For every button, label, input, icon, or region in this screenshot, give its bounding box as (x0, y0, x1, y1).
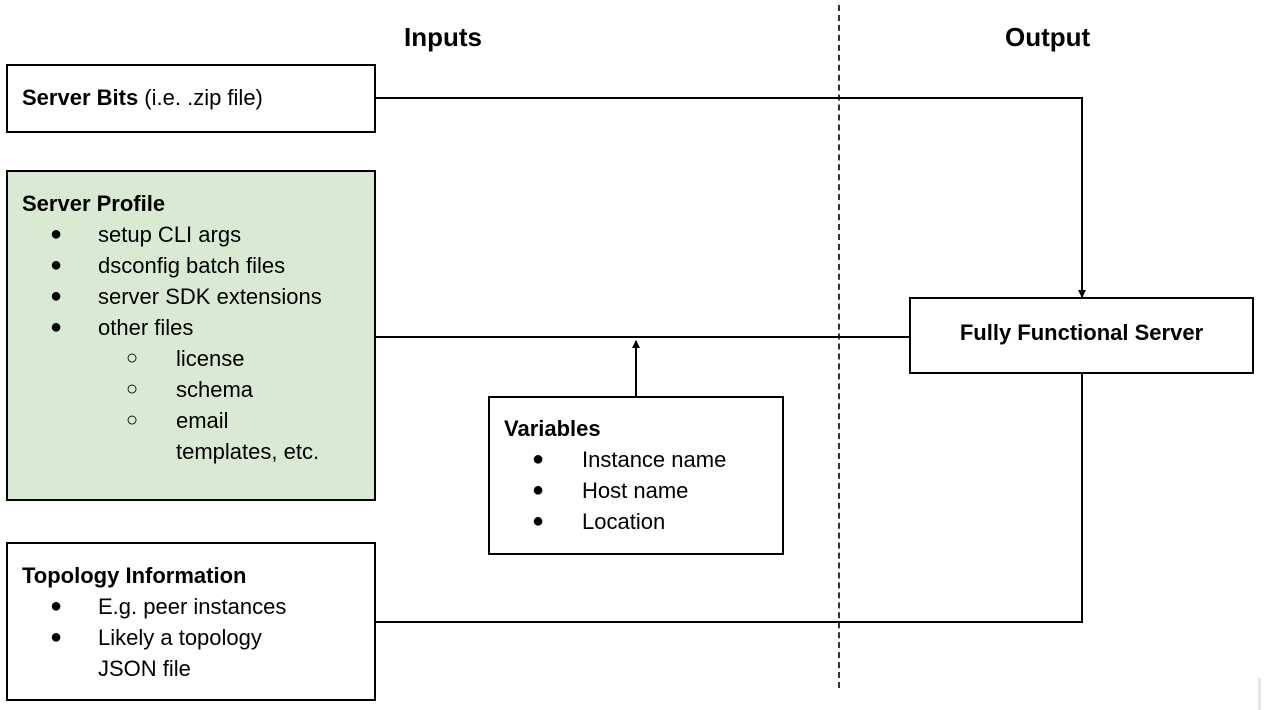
list-item-text: Host name (582, 478, 689, 503)
column-divider (838, 5, 840, 688)
bullet-icon: ● (50, 223, 63, 245)
bullet-icon: ● (50, 316, 63, 338)
edge-marker (1258, 678, 1261, 710)
circle-bullet-icon: ○ (126, 378, 139, 400)
server-profile-box: Server Profile ● setup CLI args ● dsconf… (6, 170, 376, 501)
list-item: ● E.g. peer instances (22, 591, 372, 622)
topology-connector (375, 373, 1083, 623)
server-bits-box: Server Bits (i.e. .zip file) (6, 64, 376, 133)
list-item-text: JSON file (98, 656, 191, 681)
list-item-text: server SDK extensions (98, 284, 322, 309)
list-item-text: Instance name (582, 447, 727, 472)
circle-bullet-icon: ○ (126, 409, 139, 431)
variables-box: Variables ● Instance name ● Host name ● … (488, 396, 784, 555)
list-item-text: other files (98, 315, 194, 340)
list-item-text: Location (582, 509, 666, 534)
list-item-text: Likely a topology (98, 625, 262, 650)
sub-list-item-continuation: templates, etc. (22, 436, 372, 467)
server-bits-title: Server Bits (22, 85, 139, 110)
sub-list-item-text: email (176, 408, 229, 433)
sub-list-item: ○ license (22, 343, 372, 374)
sub-list-item-text: license (176, 346, 245, 371)
sub-list-item-text: templates, etc. (176, 439, 320, 464)
list-item: ● Host name (504, 475, 774, 506)
list-item: ● Instance name (504, 444, 774, 475)
server-bits-suffix: (i.e. .zip file) (138, 85, 263, 110)
inputs-heading: Inputs (404, 22, 482, 52)
list-item-text: setup CLI args (98, 222, 242, 247)
sub-list-item: ○ email (22, 405, 372, 436)
bullet-icon: ● (50, 254, 63, 276)
topology-box: Topology Information ● E.g. peer instanc… (6, 542, 376, 701)
list-item-continuation: JSON file (22, 653, 372, 684)
server-profile-title: Server Profile (22, 191, 166, 216)
list-item: ● Likely a topology (22, 622, 372, 653)
bullet-icon: ● (532, 448, 545, 470)
list-item: ● dsconfig batch files (22, 250, 372, 281)
topology-title: Topology Information (22, 563, 247, 588)
list-item-text: E.g. peer instances (98, 594, 287, 619)
variables-title: Variables (504, 416, 601, 441)
bullet-icon: ● (50, 285, 63, 307)
sub-list-item-text: schema (176, 377, 254, 402)
circle-bullet-icon: ○ (126, 347, 139, 369)
output-heading: Output (1005, 22, 1091, 52)
bullet-icon: ● (50, 626, 63, 648)
list-item: ● other files (22, 312, 372, 343)
list-item: ● Location (504, 506, 774, 537)
output-box-title: Fully Functional Server (959, 320, 1204, 345)
list-item-text: dsconfig batch files (98, 253, 286, 278)
bullet-icon: ● (50, 595, 63, 617)
bullet-icon: ● (532, 479, 545, 501)
fully-functional-server-box: Fully Functional Server (909, 297, 1254, 374)
list-item: ● server SDK extensions (22, 281, 372, 312)
bullet-icon: ● (532, 510, 545, 532)
sub-list-item: ○ schema (22, 374, 372, 405)
list-item: ● setup CLI args (22, 219, 372, 250)
server-bits-connector (375, 97, 1086, 298)
